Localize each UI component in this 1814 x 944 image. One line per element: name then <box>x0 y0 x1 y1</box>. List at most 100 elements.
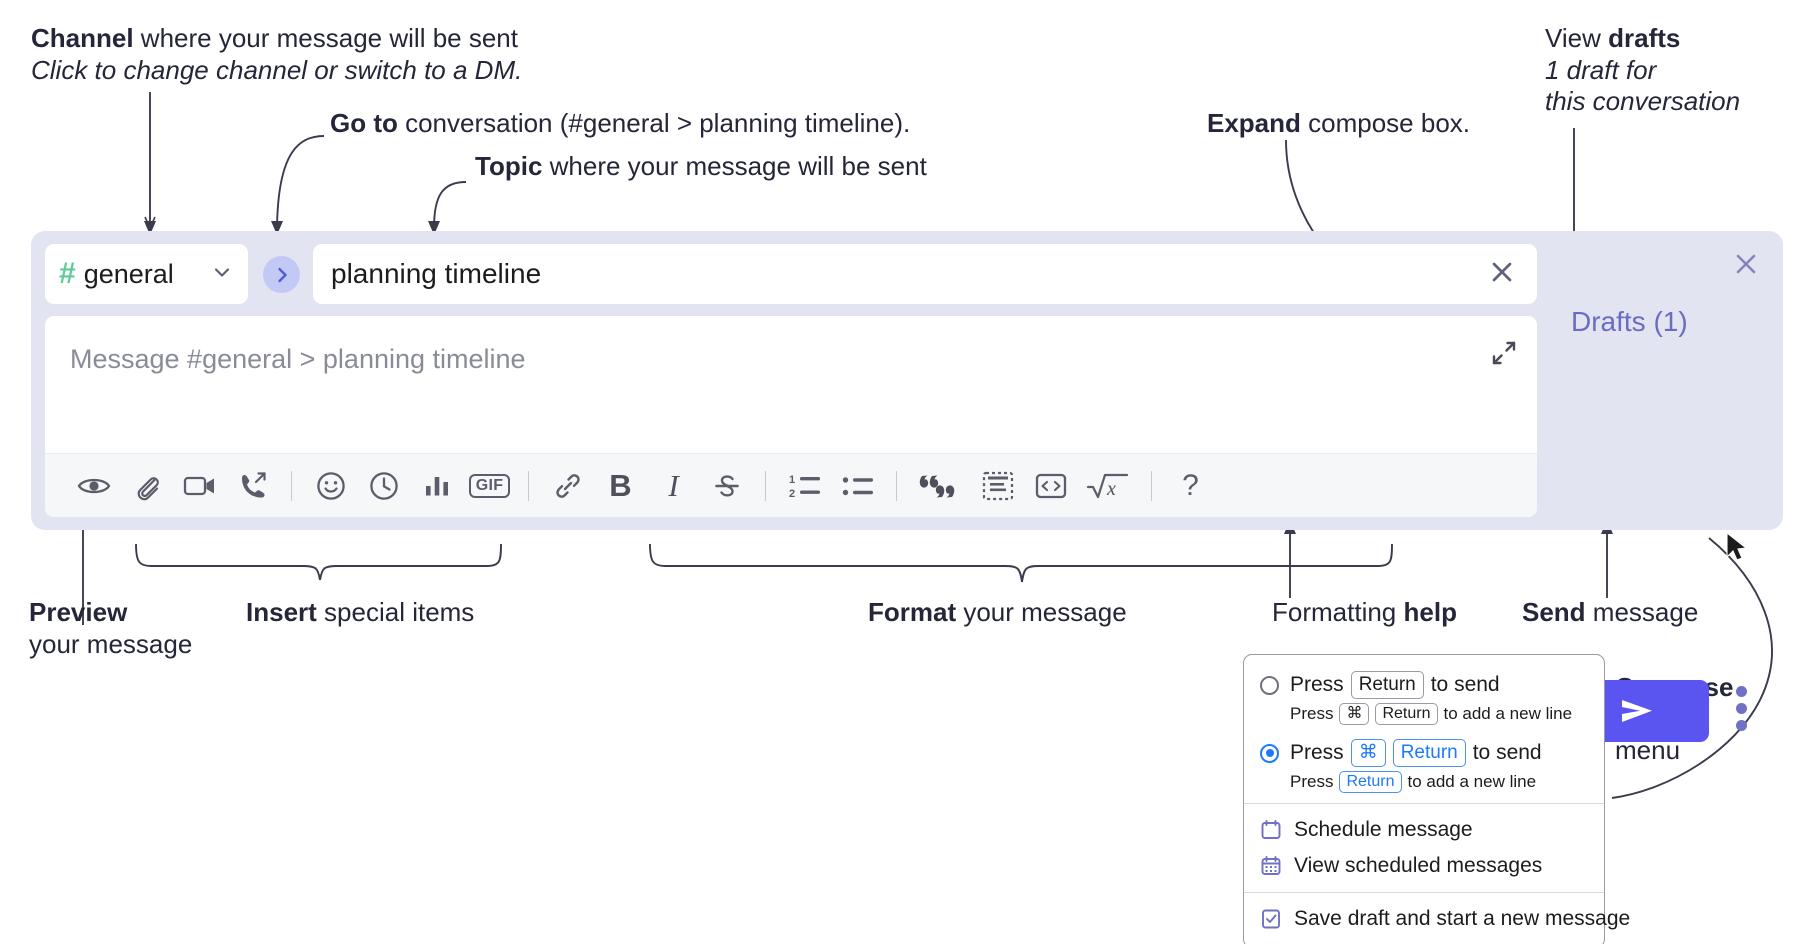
annotation-drafts-italic1: 1 draft for <box>1545 54 1657 85</box>
message-input-area[interactable]: Message #general > planning timeline <box>45 316 1537 517</box>
key-return: Return <box>1339 770 1402 793</box>
italic-button[interactable]: I <box>647 460 700 512</box>
annotation-format: Format your message <box>868 597 1127 629</box>
annotation-goto-bold: Go to <box>330 108 398 138</box>
video-clip-button[interactable] <box>173 460 226 512</box>
key-return: Return <box>1375 702 1438 725</box>
annotation-topic-rest: where your message will be sent <box>542 151 927 181</box>
svg-text:1: 1 <box>789 474 795 486</box>
annotation-insert: Insert special items <box>246 597 474 629</box>
formatting-help-button[interactable]: ? <box>1164 460 1217 512</box>
math-icon: x <box>1086 473 1129 500</box>
menu-item-save-draft-label: Save draft and start a new message <box>1294 906 1631 930</box>
annotation-channel-bold: Channel <box>31 23 134 53</box>
key-command: ⌘ <box>1350 738 1386 767</box>
code-button[interactable] <box>1024 460 1077 512</box>
go-to-conversation-button[interactable] <box>263 256 300 293</box>
compose-header-row: # general planning timeline <box>45 244 1537 304</box>
menu-item-schedule-message[interactable]: Schedule message <box>1244 812 1604 848</box>
send-option-return-sub: Press ⌘ Return to add a new line <box>1290 702 1604 725</box>
annotation-drafts-rest: View <box>1545 23 1609 53</box>
annotation-channel: Channel where your message will be sent … <box>31 23 522 86</box>
code-icon <box>1035 473 1066 498</box>
annotation-formatting-help-bold: help <box>1403 597 1457 627</box>
annotation-send: Send message <box>1522 597 1698 629</box>
link-button[interactable] <box>541 460 594 512</box>
bulleted-list-icon <box>842 476 873 495</box>
annotation-drafts: View drafts 1 draft for this conversatio… <box>1545 23 1740 118</box>
menu-item-save-draft[interactable]: Save draft and start a new message <box>1244 901 1630 937</box>
annotation-channel-rest: where your message will be sent <box>133 23 518 53</box>
send-option-return[interactable]: Press Return to send <box>1244 667 1604 699</box>
annotation-preview-bold: Preview <box>29 597 128 627</box>
hash-icon: # <box>59 257 76 290</box>
compose-options-button[interactable] <box>1736 686 1747 731</box>
math-button[interactable]: x <box>1077 460 1139 512</box>
annotation-expand-rest: compose box. <box>1300 108 1471 138</box>
reminder-button[interactable] <box>357 460 410 512</box>
emoji-icon <box>316 471 345 500</box>
annotation-send-rest: message <box>1585 597 1699 627</box>
go-to-conversation-icon <box>277 267 287 282</box>
strikethrough-button[interactable] <box>700 460 753 512</box>
preview-button[interactable] <box>67 460 120 512</box>
topic-input[interactable]: planning timeline <box>313 244 1537 304</box>
ordered-list-button[interactable]: 1 2 <box>778 460 831 512</box>
calendar-icon <box>1261 819 1281 839</box>
gif-icon: GIF <box>468 473 511 498</box>
drafts-link[interactable]: Drafts (1) <box>1571 306 1688 337</box>
toolbar-divider <box>1151 470 1152 501</box>
send-option-cmd-return[interactable]: Press ⌘ Return to send <box>1244 735 1604 767</box>
radio-unselected-icon[interactable] <box>1260 676 1279 695</box>
bulleted-list-button[interactable] <box>831 460 884 512</box>
annotation-formatting-help: Formatting help <box>1272 597 1457 629</box>
radio-selected-icon[interactable] <box>1260 743 1279 763</box>
compose-options-icon <box>1736 686 1747 697</box>
option2-post: to send <box>1472 740 1542 764</box>
video-icon <box>183 476 214 495</box>
menu-divider <box>1244 802 1604 804</box>
expand-compose-button[interactable] <box>1489 338 1519 373</box>
channel-selector[interactable]: # general <box>45 244 248 304</box>
attachment-button[interactable] <box>120 460 173 512</box>
channel-name: general <box>83 258 174 289</box>
toolbar-divider <box>896 470 897 501</box>
annotation-send-bold: Send <box>1522 597 1586 627</box>
formatting-toolbar: GIF B <box>45 453 1537 517</box>
annotation-goto: Go to conversation (#general > planning … <box>330 108 910 140</box>
emoji-button[interactable] <box>304 460 357 512</box>
poll-button[interactable] <box>410 460 463 512</box>
bold-button[interactable]: B <box>594 460 647 512</box>
option1-post: to send <box>1430 672 1500 696</box>
annotation-format-bold: Format <box>868 597 957 627</box>
close-icon <box>1492 262 1512 281</box>
huddle-button[interactable] <box>226 460 279 512</box>
blockquote-icon <box>919 475 955 497</box>
option2-pre: Press <box>1290 740 1344 764</box>
message-placeholder: Message #general > planning timeline <box>70 344 526 374</box>
blockquote-button[interactable] <box>909 460 971 512</box>
link-icon <box>555 473 580 498</box>
gif-button[interactable]: GIF <box>463 460 516 512</box>
menu-divider <box>1244 891 1604 893</box>
clear-topic-button[interactable] <box>1485 255 1519 294</box>
menu-item-view-scheduled-label: View scheduled messages <box>1294 853 1543 877</box>
option1-sub-pre: Press <box>1290 703 1334 723</box>
bold-icon: B <box>609 467 632 503</box>
italic-icon: I <box>668 467 679 503</box>
key-return: Return <box>1392 738 1466 767</box>
code-block-icon <box>982 471 1013 500</box>
annotation-channel-italic: Click to change channel or switch to a D… <box>31 54 523 85</box>
topic-value: planning timeline <box>331 258 542 289</box>
ordered-list-icon: 1 2 <box>789 474 820 500</box>
menu-item-view-scheduled[interactable]: View scheduled messages <box>1244 848 1604 884</box>
send-option-cmd-return-label: Press ⌘ Return to send <box>1290 738 1542 767</box>
code-block-button[interactable] <box>971 460 1024 512</box>
close-compose-button[interactable] <box>1731 249 1761 284</box>
poll-icon <box>425 476 448 495</box>
key-command: ⌘ <box>1339 702 1370 725</box>
help-icon: ? <box>1182 468 1199 502</box>
option2-sub-post: to add a new line <box>1407 771 1537 791</box>
close-icon <box>1736 254 1756 274</box>
